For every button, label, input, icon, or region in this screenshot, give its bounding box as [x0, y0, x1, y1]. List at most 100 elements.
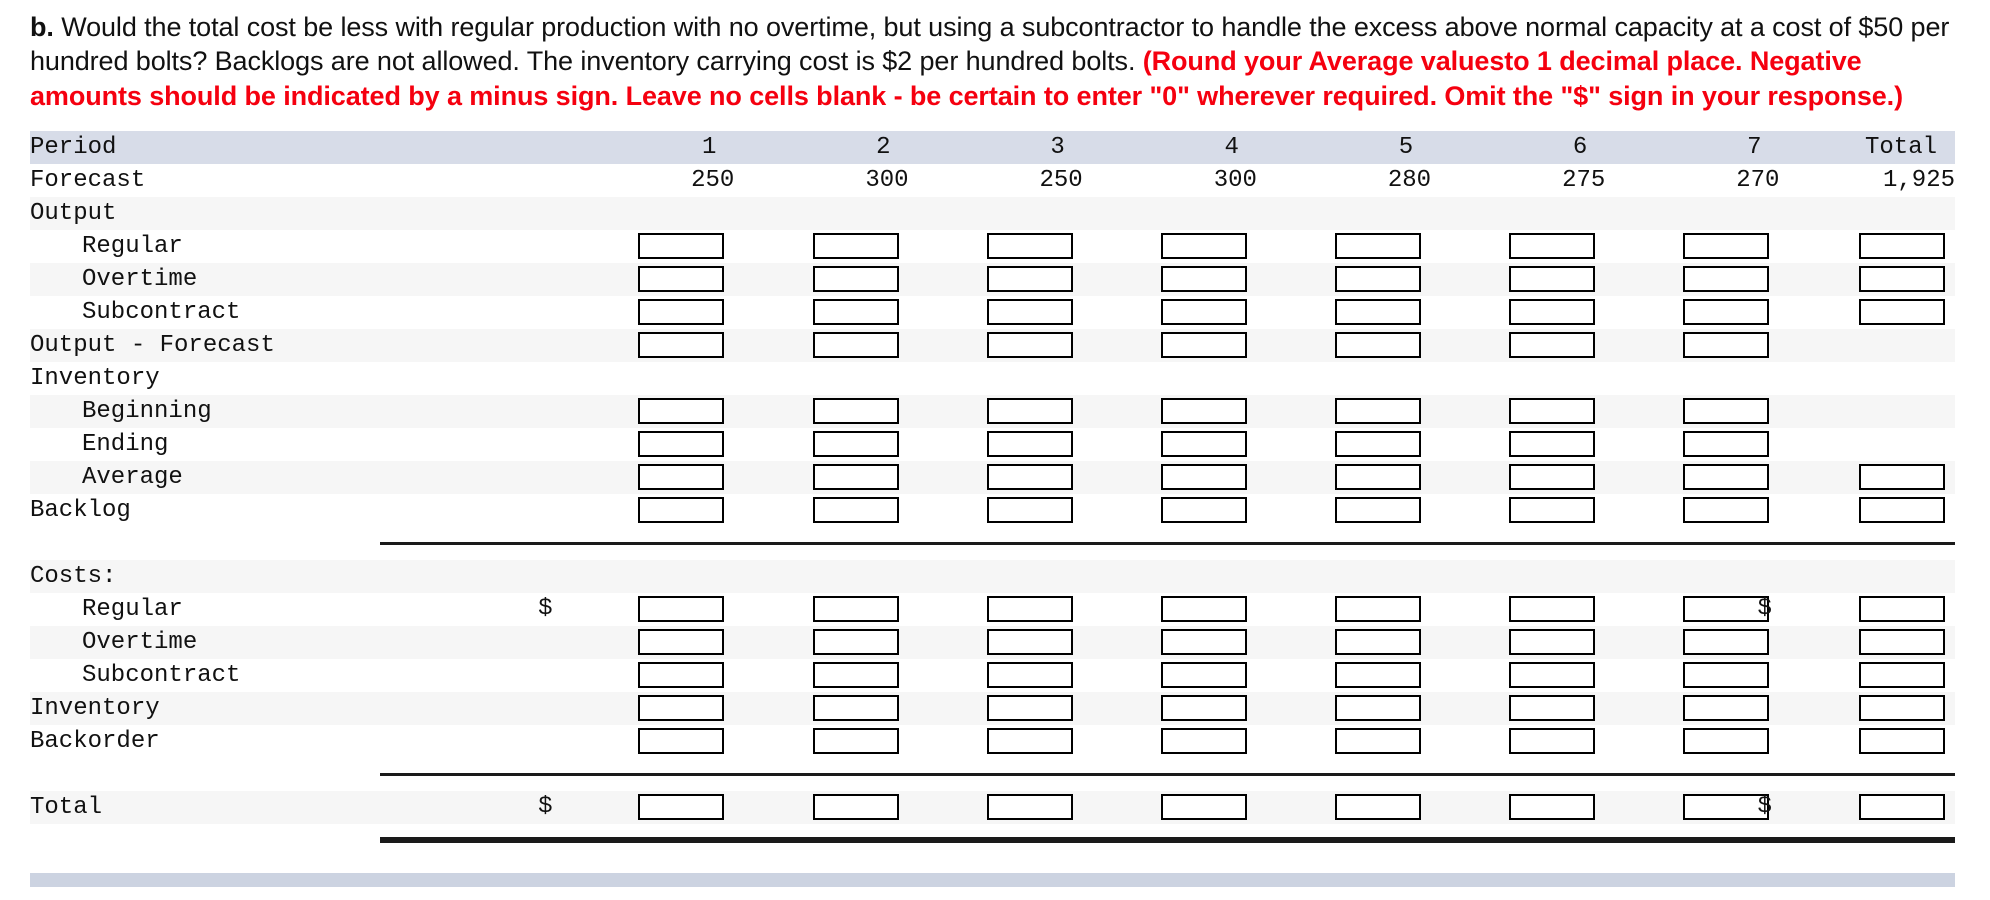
- row-total-16-p3-input[interactable]: [986, 794, 1073, 821]
- row-total-16-p4-input[interactable]: [1160, 794, 1247, 821]
- row-subcontract-13-p1-input[interactable]: [638, 662, 725, 689]
- row-overtime-2-p2-input[interactable]: [812, 266, 899, 293]
- row-overtime-12-p2-input[interactable]: [812, 629, 899, 656]
- row-beginning-6-p2-input[interactable]: [812, 398, 899, 425]
- row-overtime-12-p6-input[interactable]: [1509, 629, 1596, 656]
- row-average-8-p6-input[interactable]: [1509, 464, 1596, 491]
- row-subcontract-13-p7-input[interactable]: [1683, 662, 1770, 689]
- row-beginning-6-p5-input[interactable]: [1335, 398, 1422, 425]
- row-average-8-p3-input[interactable]: [986, 464, 1073, 491]
- row-overtime-2-p4-input[interactable]: [1160, 266, 1247, 293]
- row-backorder-15-p3-input[interactable]: [986, 728, 1073, 755]
- row-backlog-9-p5-input[interactable]: [1335, 497, 1422, 524]
- row-average-8-p4-input[interactable]: [1160, 464, 1247, 491]
- row-average-8-total-input[interactable]: [1859, 464, 1945, 491]
- row-regular-11-p7-input[interactable]: [1683, 596, 1770, 623]
- row-overtime-2-p1-input[interactable]: [638, 266, 725, 293]
- row-overtime-2-total-input[interactable]: [1859, 266, 1945, 293]
- row-average-8-p2-input[interactable]: [812, 464, 899, 491]
- row-subcontract-3-total-input[interactable]: [1859, 299, 1945, 326]
- row-backlog-9-p7-input[interactable]: [1683, 497, 1770, 524]
- row-overtime-12-p3-input[interactable]: [986, 629, 1073, 656]
- row-regular-11-p1-input[interactable]: [638, 596, 725, 623]
- row-regular-1-p5-input[interactable]: [1335, 233, 1422, 260]
- row-subcontract-13-p6-input[interactable]: [1509, 662, 1596, 689]
- row-beginning-6-p1-input[interactable]: [638, 398, 725, 425]
- row-backlog-9-p4-input[interactable]: [1160, 497, 1247, 524]
- row-subcontract-3-p5-input[interactable]: [1335, 299, 1422, 326]
- row-total-16-p5-input[interactable]: [1335, 794, 1422, 821]
- row-ending-7-p2-input[interactable]: [812, 431, 899, 458]
- row-ending-7-p7-input[interactable]: [1683, 431, 1770, 458]
- row-subcontract-3-p3-input[interactable]: [986, 299, 1073, 326]
- row-regular-11-p4-input[interactable]: [1160, 596, 1247, 623]
- row-inventory-14-p6-input[interactable]: [1509, 695, 1596, 722]
- row-backorder-15-total-input[interactable]: [1859, 728, 1945, 755]
- row-ending-7-p3-input[interactable]: [986, 431, 1073, 458]
- row-subcontract-13-p5-input[interactable]: [1335, 662, 1422, 689]
- row-ending-7-p6-input[interactable]: [1509, 431, 1596, 458]
- row-inventory-14-p5-input[interactable]: [1335, 695, 1422, 722]
- row-output-forecast-4-p7-input[interactable]: [1683, 332, 1770, 359]
- row-total-16-p1-input[interactable]: [638, 794, 725, 821]
- row-subcontract-13-p3-input[interactable]: [986, 662, 1073, 689]
- row-regular-1-p2-input[interactable]: [812, 233, 899, 260]
- row-regular-1-p7-input[interactable]: [1683, 233, 1770, 260]
- row-overtime-12-total-input[interactable]: [1859, 629, 1945, 656]
- row-regular-11-p5-input[interactable]: [1335, 596, 1422, 623]
- row-ending-7-p1-input[interactable]: [638, 431, 725, 458]
- row-inventory-14-p1-input[interactable]: [638, 695, 725, 722]
- row-overtime-2-p6-input[interactable]: [1509, 266, 1596, 293]
- row-total-16-total-input[interactable]: [1859, 794, 1945, 821]
- row-inventory-14-p2-input[interactable]: [812, 695, 899, 722]
- row-subcontract-3-p4-input[interactable]: [1160, 299, 1247, 326]
- row-regular-1-p3-input[interactable]: [986, 233, 1073, 260]
- row-output-forecast-4-p4-input[interactable]: [1160, 332, 1247, 359]
- row-inventory-14-p3-input[interactable]: [986, 695, 1073, 722]
- row-output-forecast-4-p3-input[interactable]: [986, 332, 1073, 359]
- row-ending-7-p5-input[interactable]: [1335, 431, 1422, 458]
- row-inventory-14-p4-input[interactable]: [1160, 695, 1247, 722]
- row-average-8-p1-input[interactable]: [638, 464, 725, 491]
- row-backorder-15-p6-input[interactable]: [1509, 728, 1596, 755]
- row-regular-11-p2-input[interactable]: [812, 596, 899, 623]
- row-output-forecast-4-p2-input[interactable]: [812, 332, 899, 359]
- row-inventory-14-p7-input[interactable]: [1683, 695, 1770, 722]
- row-backorder-15-p5-input[interactable]: [1335, 728, 1422, 755]
- row-regular-11-p3-input[interactable]: [986, 596, 1073, 623]
- row-total-16-p6-input[interactable]: [1509, 794, 1596, 821]
- row-regular-1-p4-input[interactable]: [1160, 233, 1247, 260]
- row-backorder-15-p1-input[interactable]: [638, 728, 725, 755]
- row-regular-11-p6-input[interactable]: [1509, 596, 1596, 623]
- row-regular-1-p1-input[interactable]: [638, 233, 725, 260]
- row-subcontract-3-p2-input[interactable]: [812, 299, 899, 326]
- row-subcontract-13-total-input[interactable]: [1859, 662, 1945, 689]
- row-average-8-p5-input[interactable]: [1335, 464, 1422, 491]
- row-total-16-p2-input[interactable]: [812, 794, 899, 821]
- row-overtime-12-p7-input[interactable]: [1683, 629, 1770, 656]
- row-inventory-14-total-input[interactable]: [1859, 695, 1945, 722]
- row-regular-1-total-input[interactable]: [1859, 233, 1945, 260]
- row-average-8-p7-input[interactable]: [1683, 464, 1770, 491]
- row-backlog-9-p2-input[interactable]: [812, 497, 899, 524]
- row-backorder-15-p7-input[interactable]: [1683, 728, 1770, 755]
- row-subcontract-3-p6-input[interactable]: [1509, 299, 1596, 326]
- row-regular-1-p6-input[interactable]: [1509, 233, 1596, 260]
- row-subcontract-3-p1-input[interactable]: [638, 299, 725, 326]
- row-subcontract-13-p2-input[interactable]: [812, 662, 899, 689]
- row-ending-7-p4-input[interactable]: [1160, 431, 1247, 458]
- row-beginning-6-p4-input[interactable]: [1160, 398, 1247, 425]
- row-backlog-9-p1-input[interactable]: [638, 497, 725, 524]
- row-output-forecast-4-p6-input[interactable]: [1509, 332, 1596, 359]
- row-total-16-p7-input[interactable]: [1683, 794, 1770, 821]
- row-backlog-9-total-input[interactable]: [1859, 497, 1945, 524]
- row-subcontract-13-p4-input[interactable]: [1160, 662, 1247, 689]
- row-overtime-2-p7-input[interactable]: [1683, 266, 1770, 293]
- row-beginning-6-p6-input[interactable]: [1509, 398, 1596, 425]
- row-beginning-6-p7-input[interactable]: [1683, 398, 1770, 425]
- row-overtime-12-p1-input[interactable]: [638, 629, 725, 656]
- row-output-forecast-4-p5-input[interactable]: [1335, 332, 1422, 359]
- row-beginning-6-p3-input[interactable]: [986, 398, 1073, 425]
- row-overtime-12-p4-input[interactable]: [1160, 629, 1247, 656]
- row-overtime-12-p5-input[interactable]: [1335, 629, 1422, 656]
